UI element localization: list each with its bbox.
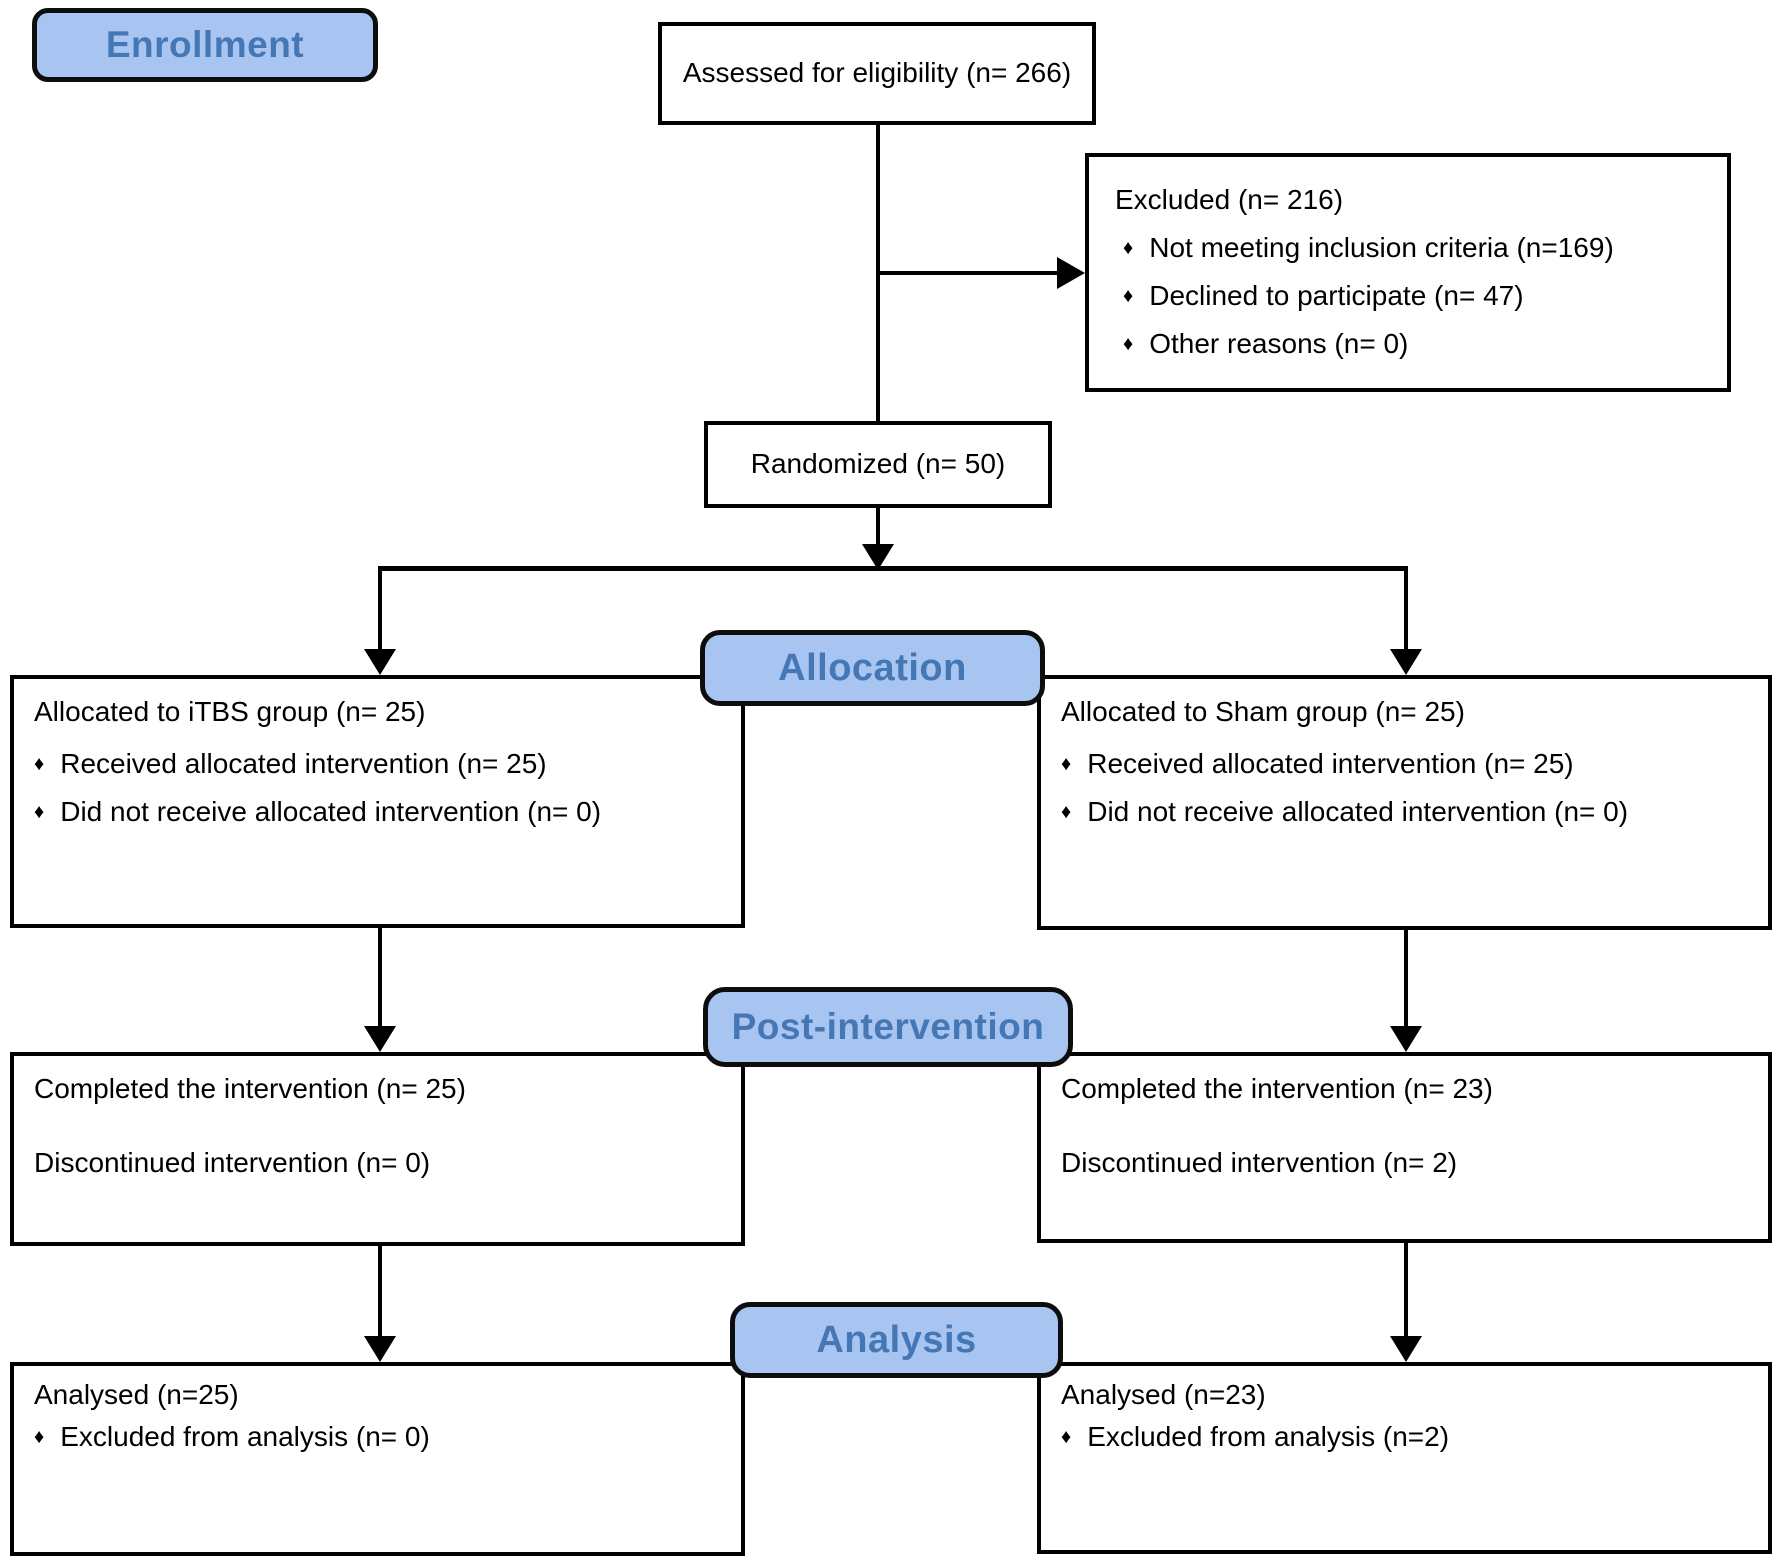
arrowhead-analysis-right-icon [1390,1336,1422,1362]
arrowhead-randomized-icon [862,544,894,570]
excluded-box: Excluded (n= 216) ♦ Not meeting inclusio… [1085,153,1731,392]
connector-randomized-down [876,507,880,546]
allocated-itbs-bullet-1-text: Received allocated intervention (n= 25) [60,748,547,780]
analysis-right-title: Analysed (n=23) [1061,1379,1266,1410]
enrollment-badge: Enrollment [32,8,378,82]
split-line [378,566,1408,571]
post-intervention-badge: Post-intervention [703,987,1073,1067]
diamond-bullet-icon: ♦ [34,801,45,824]
analysis-left-bullet: ♦ Excluded from analysis (n= 0) [34,1420,727,1454]
analysis-right-bullet-text: Excluded from analysis (n=2) [1087,1421,1450,1453]
arrowhead-alloc-right-icon [1390,649,1422,675]
arrowhead-excluded-icon [1057,257,1085,289]
diamond-bullet-icon: ♦ [1123,333,1134,356]
randomized-box: Randomized (n= 50) [704,421,1052,508]
excluded-bullet-1-text: Not meeting inclusion criteria (n=169) [1149,232,1614,264]
excluded-title: Excluded (n= 216) [1115,184,1344,215]
allocation-badge-label: Allocation [778,646,967,689]
connector-split-right-down [1404,566,1408,650]
post-right-line-2: Discontinued intervention (n= 2) [1061,1147,1458,1179]
connector-post-analysis-left [378,1246,382,1338]
connector-excluded-horizontal [876,271,1059,275]
diamond-bullet-icon: ♦ [1061,801,1072,824]
arrowhead-analysis-left-icon [364,1336,396,1362]
allocated-sham-box: Allocated to Sham group (n= 25) ♦ Receiv… [1037,675,1772,930]
allocated-sham-bullet-2: ♦ Did not receive allocated intervention… [1061,795,1754,829]
analysis-badge: Analysis [730,1302,1063,1378]
analysis-badge-label: Analysis [816,1318,977,1361]
excluded-bullet-3-text: Other reasons (n= 0) [1149,328,1409,360]
post-intervention-right-box: Completed the intervention (n= 23) Disco… [1037,1052,1772,1243]
diamond-bullet-icon: ♦ [34,753,45,776]
allocated-sham-title: Allocated to Sham group (n= 25) [1061,696,1465,727]
connector-alloc-post-right [1404,930,1408,1028]
diamond-bullet-icon: ♦ [1061,753,1072,776]
enrollment-badge-label: Enrollment [105,24,305,65]
analysis-right-bullet: ♦ Excluded from analysis (n=2) [1061,1420,1754,1454]
connector-split-left-down [378,566,382,650]
allocated-itbs-bullet-1: ♦ Received allocated intervention (n= 25… [34,747,727,781]
analysis-left-box: Analysed (n=25) ♦ Excluded from analysis… [10,1362,745,1556]
allocated-itbs-bullet-2-text: Did not receive allocated intervention (… [60,796,602,828]
allocated-sham-bullet-1: ♦ Received allocated intervention (n= 25… [1061,747,1754,781]
allocated-itbs-title: Allocated to iTBS group (n= 25) [34,696,426,727]
post-intervention-badge-label: Post-intervention [731,1006,1045,1047]
allocated-sham-bullet-1-text: Received allocated intervention (n= 25) [1087,748,1574,780]
allocated-sham-bullet-2-text: Did not receive allocated intervention (… [1087,796,1629,828]
analysis-left-bullet-text: Excluded from analysis (n= 0) [60,1421,430,1453]
randomized-text: Randomized (n= 50) [750,448,1006,480]
allocated-itbs-bullet-2: ♦ Did not receive allocated intervention… [34,795,727,829]
arrowhead-post-right-icon [1390,1026,1422,1052]
assessed-text: Assessed for eligibility (n= 266) [682,57,1072,89]
post-right-line-1: Completed the intervention (n= 23) [1061,1073,1493,1104]
excluded-bullet-2: ♦ Declined to participate (n= 47) [1115,279,1703,313]
arrowhead-post-left-icon [364,1026,396,1052]
analysis-right-box: Analysed (n=23) ♦ Excluded from analysis… [1037,1362,1772,1554]
post-left-line-2: Discontinued intervention (n= 0) [34,1147,431,1179]
analysis-left-title: Analysed (n=25) [34,1379,239,1410]
diamond-bullet-icon: ♦ [1123,237,1134,260]
connector-post-analysis-right [1404,1243,1408,1338]
post-left-line-1: Completed the intervention (n= 25) [34,1073,466,1104]
diamond-bullet-icon: ♦ [1123,285,1134,308]
allocated-itbs-box: Allocated to iTBS group (n= 25) ♦ Receiv… [10,675,745,928]
excluded-bullet-2-text: Declined to participate (n= 47) [1149,280,1524,312]
excluded-bullet-3: ♦ Other reasons (n= 0) [1115,327,1703,361]
assessed-box: Assessed for eligibility (n= 266) [658,22,1096,125]
connector-alloc-post-left [378,927,382,1028]
arrowhead-alloc-left-icon [364,649,396,675]
diamond-bullet-icon: ♦ [34,1426,45,1449]
excluded-bullet-1: ♦ Not meeting inclusion criteria (n=169) [1115,231,1703,265]
allocation-badge: Allocation [700,630,1045,706]
post-intervention-left-box: Completed the intervention (n= 25) Disco… [10,1052,745,1246]
diamond-bullet-icon: ♦ [1061,1426,1072,1449]
